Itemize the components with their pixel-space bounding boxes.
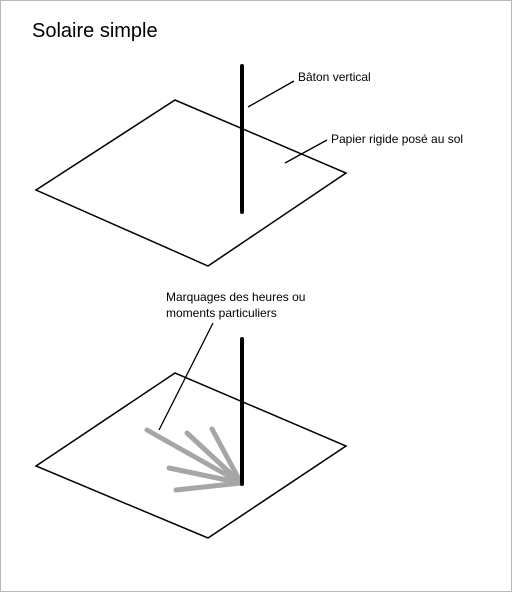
label-markings-line2: moments particuliers [166,306,277,320]
diagram-title: Solaire simple [32,20,158,42]
label-markings: Marquages des heures ou moments particul… [166,289,305,321]
hour-markings [144,426,244,493]
label-vertical-stick: Bâton vertical [298,70,371,84]
hour-marking-3 [209,426,244,486]
label-rigid-paper: Papier rigide posé au sol [331,132,464,146]
leader-line-markings [158,322,214,431]
label-markings-line1: Marquages des heures ou [166,290,306,304]
hour-marking-1 [144,427,244,486]
paper-sheet-top [34,99,348,267]
leader-line-paper [284,139,328,164]
leader-line-stick [247,80,295,108]
hour-marking-5 [173,480,244,493]
hour-marking-4 [166,465,244,486]
hour-marking-2 [184,430,244,486]
